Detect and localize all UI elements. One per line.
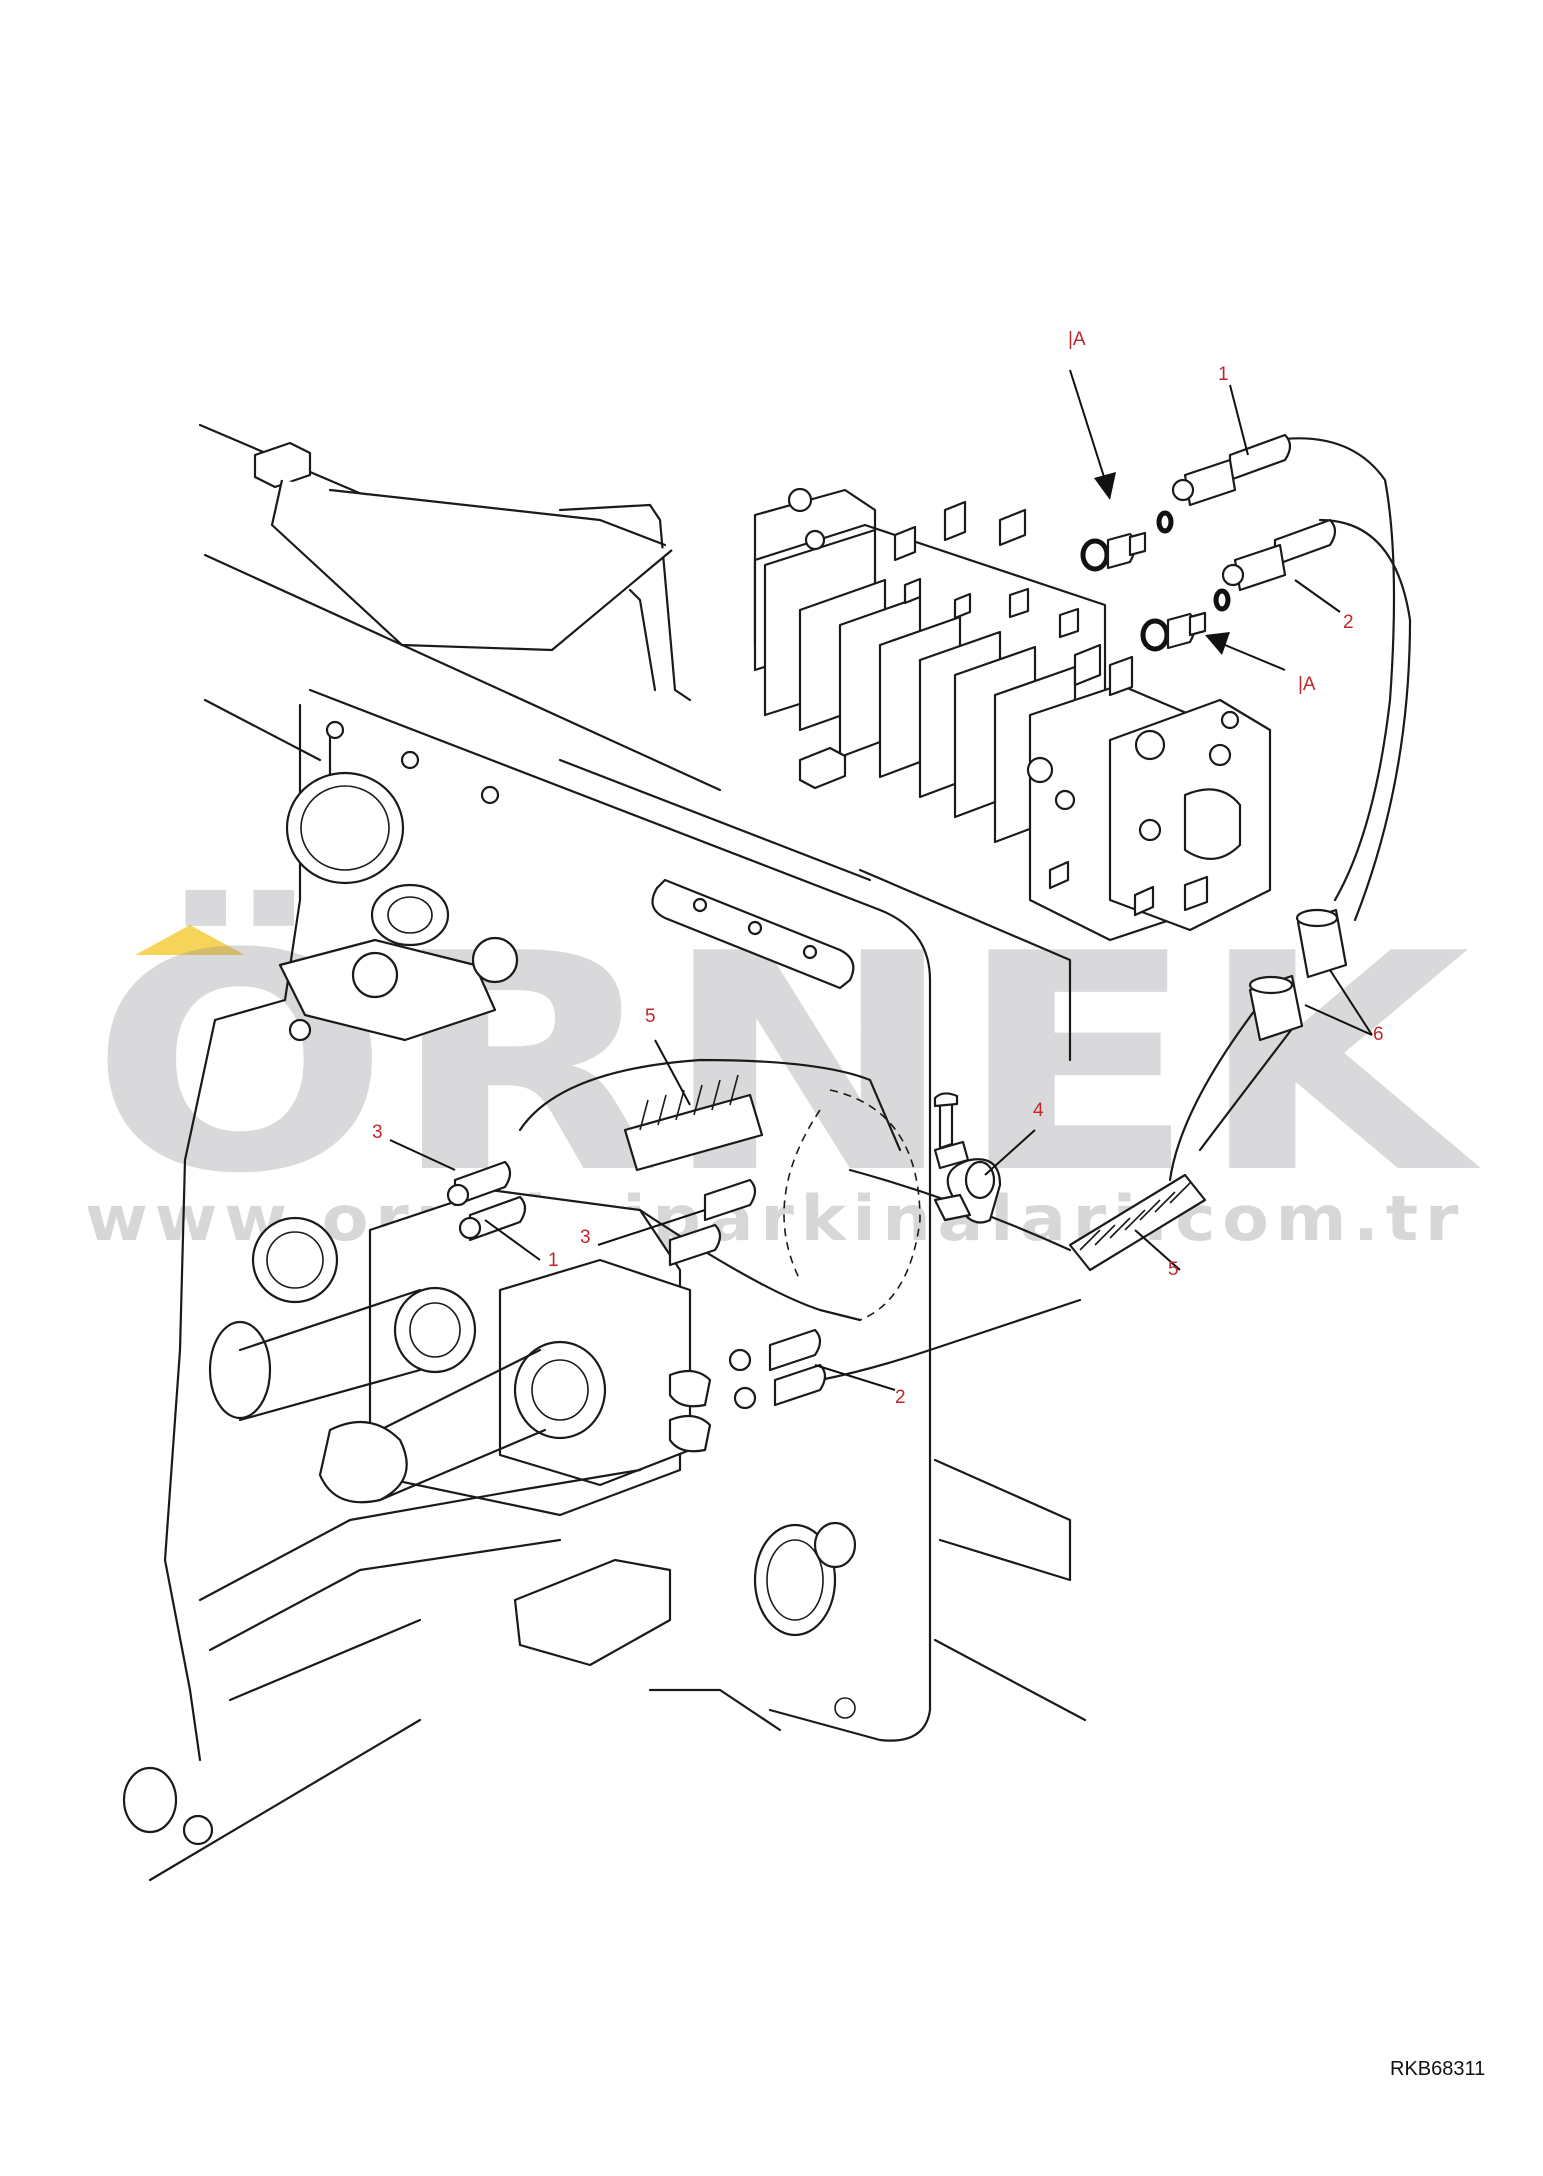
top-clip: [253, 441, 673, 652]
spring-guard-right: [1068, 1173, 1207, 1272]
callout-5-right: 5: [1168, 1259, 1179, 1280]
clamp-bracket: [933, 1092, 1002, 1224]
control-valve-block: [753, 487, 1272, 942]
callout-5-left: 5: [645, 1006, 656, 1027]
protective-sleeves: [1248, 908, 1348, 1042]
callout-1-lower: 1: [548, 1250, 559, 1271]
view-marker-right: |A: [1298, 674, 1316, 695]
hose-end-fittings: [1171, 433, 1337, 592]
spring-guard-left: [623, 1074, 764, 1172]
callout-6: 6: [1373, 1024, 1384, 1045]
view-marker-top: |A: [1068, 329, 1086, 350]
valve-fittings: [1080, 510, 1231, 652]
watermark-accent-mark: [135, 925, 245, 955]
drawing-code: RKB68311: [1390, 2058, 1485, 2080]
callout-labels: |A |A 1 2 3 4 5 6 1 2 3 5: [372, 329, 1384, 1408]
callout-4: 4: [1033, 1100, 1044, 1121]
view-arrows: [1069, 369, 1286, 671]
callout-3-left: 3: [372, 1122, 383, 1143]
callout-3-middle: 3: [580, 1227, 591, 1248]
lower-fittings: [446, 1160, 827, 1453]
leader-lines: [389, 384, 1373, 1391]
callout-1-top: 1: [1218, 364, 1229, 385]
gearbox-assembly: [148, 1188, 692, 1882]
frame-rails: [198, 423, 1087, 1722]
main-housing: [122, 688, 932, 1846]
callout-2-top: 2: [1343, 612, 1354, 633]
callout-2-lower: 2: [895, 1387, 906, 1408]
hoses: [518, 437, 1412, 1382]
